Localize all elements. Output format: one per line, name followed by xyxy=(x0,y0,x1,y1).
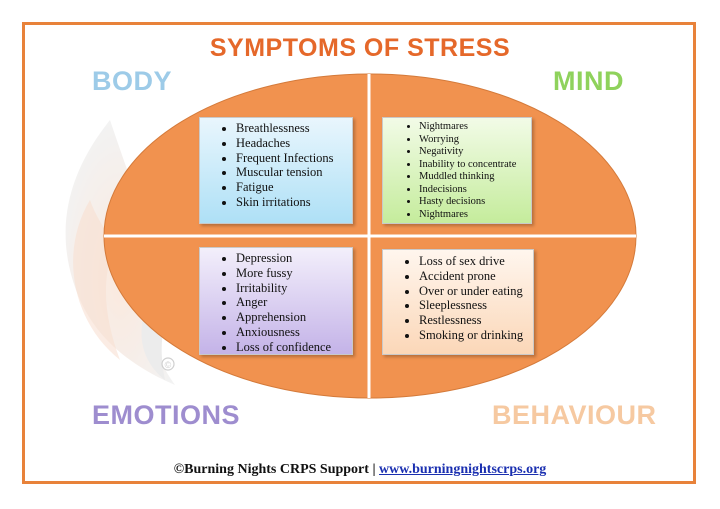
list-item: Loss of confidence xyxy=(236,340,352,354)
list-item: Depression xyxy=(236,251,352,266)
list-item: Over or under eating xyxy=(419,284,533,299)
body-symptoms-list: Breathlessness Headaches Frequent Infect… xyxy=(200,121,352,210)
copyright-watermark: © xyxy=(165,360,172,370)
footer: ©Burning Nights CRPS Support | www.burni… xyxy=(0,462,720,478)
list-item: Fatigue xyxy=(236,180,352,195)
emotions-symptoms-box: Depression More fussy Irritability Anger… xyxy=(199,247,353,355)
copyright-watermark-circle xyxy=(161,357,175,371)
list-item: Nightmares xyxy=(419,209,531,222)
behaviour-label: BEHAVIOUR xyxy=(492,400,657,430)
mind-symptoms-list: Nightmares Worrying Negativity Inability… xyxy=(383,121,531,221)
list-item: Negativity xyxy=(419,146,531,159)
mind-symptoms-box: Nightmares Worrying Negativity Inability… xyxy=(382,117,532,224)
list-item: Sleeplessness xyxy=(419,298,533,313)
body-symptoms-box: Breathlessness Headaches Frequent Infect… xyxy=(199,117,353,224)
list-item: Apprehension xyxy=(236,310,352,325)
list-item: Smoking or drinking xyxy=(419,328,533,343)
list-item: Headaches xyxy=(236,136,352,151)
list-item: Muddled thinking xyxy=(419,171,531,184)
list-item: Irritability xyxy=(236,281,352,296)
website-link[interactable]: www.burningnightscrps.org xyxy=(379,462,547,477)
behaviour-symptoms-list: Loss of sex drive Accident prone Over or… xyxy=(383,254,533,343)
list-item: Worrying xyxy=(419,134,531,147)
emotions-symptoms-list: Depression More fussy Irritability Anger… xyxy=(200,251,352,354)
body-label: BODY xyxy=(92,66,173,96)
list-item: Nightmares xyxy=(419,121,531,134)
behaviour-symptoms-box: Loss of sex drive Accident prone Over or… xyxy=(382,249,534,355)
list-item: Indecisions xyxy=(419,184,531,197)
list-item: More fussy xyxy=(236,266,352,281)
list-item: Skin irritations xyxy=(236,195,352,210)
list-item: Loss of sex drive xyxy=(419,254,533,269)
list-item: Breathlessness xyxy=(236,121,352,136)
list-item: Muscular tension xyxy=(236,165,352,180)
list-item: Accident prone xyxy=(419,269,533,284)
list-item: Frequent Infections xyxy=(236,151,352,166)
list-item: Restlessness xyxy=(419,313,533,328)
emotions-label: EMOTIONS xyxy=(92,400,241,430)
page-title: SYMPTOMS OF STRESS xyxy=(209,34,511,62)
list-item: Inability to concentrate xyxy=(419,159,531,172)
list-item: Hasty decisions xyxy=(419,196,531,209)
mind-label: MIND xyxy=(553,66,624,96)
list-item: Anger xyxy=(236,295,352,310)
list-item: Anxiousness xyxy=(236,325,352,340)
footer-credit: ©Burning Nights CRPS Support | xyxy=(173,462,380,477)
